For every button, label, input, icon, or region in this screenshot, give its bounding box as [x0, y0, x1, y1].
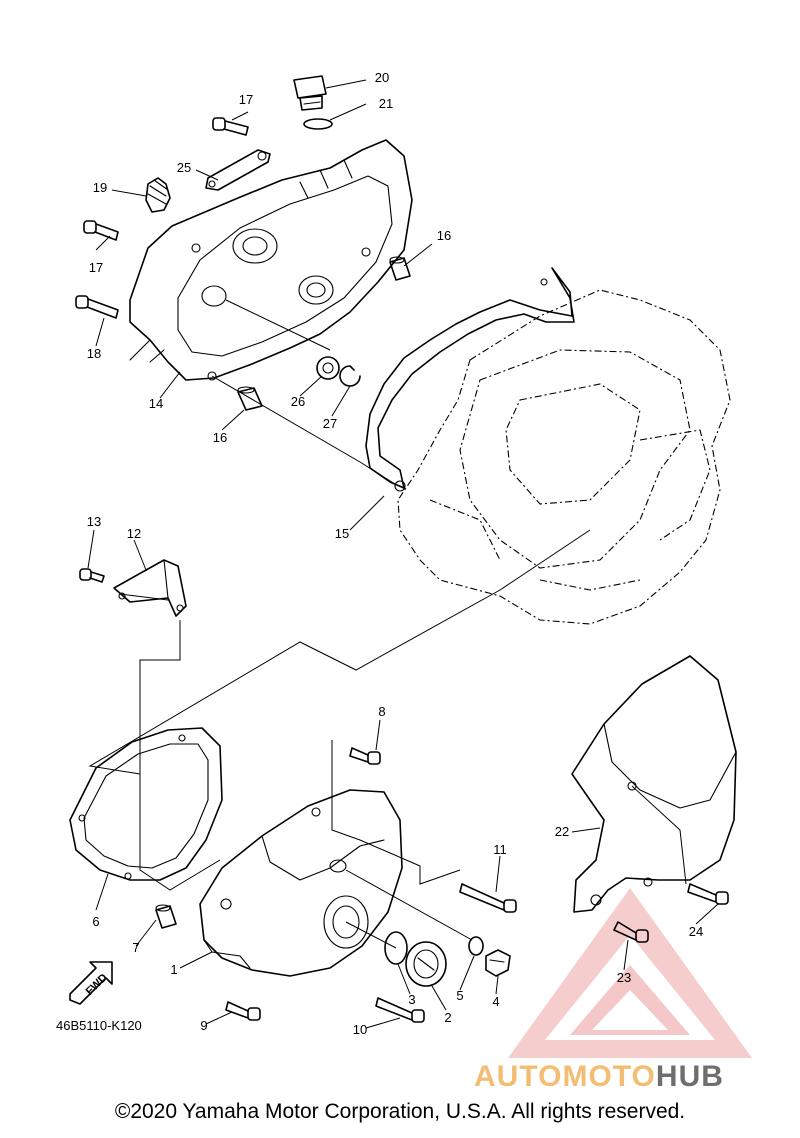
callout-1: 1: [170, 962, 177, 977]
dowel-pin-16-lower: [237, 386, 263, 411]
callout-22: 22: [555, 824, 569, 839]
callout-24: 24: [689, 924, 703, 939]
bolt-24: [687, 883, 729, 905]
callout-17-top: 17: [239, 92, 253, 107]
callout-12: 12: [127, 526, 141, 541]
dowel-pin-7: [155, 904, 177, 929]
bolt-18: [75, 295, 119, 319]
callout-17-left: 17: [89, 260, 103, 275]
circlip-27: [339, 365, 361, 387]
o-ring-3: [384, 931, 408, 965]
watermark-part2: HUB: [656, 1060, 724, 1093]
o-ring-21: [303, 118, 333, 130]
callout-5: 5: [456, 988, 463, 1003]
callout-9: 9: [200, 1018, 207, 1033]
callout-25: 25: [177, 160, 191, 175]
diagram-code: 46B5110-K120: [56, 1018, 142, 1033]
plug-2: [405, 941, 447, 987]
svg-text:AUTOMOTOHUB: AUTOMOTOHUB: [474, 1060, 724, 1093]
callout-8: 8: [378, 704, 385, 719]
callout-19: 19: [93, 180, 107, 195]
callout-20: 20: [375, 70, 389, 85]
callout-13: 13: [87, 514, 101, 529]
oil-filler-cap-20: [293, 75, 327, 111]
callout-6: 6: [92, 914, 99, 929]
engine-block-outline: [397, 289, 731, 625]
dowel-pin-16-right: [389, 256, 411, 281]
callout-21: 21: [379, 96, 393, 111]
bolt-17-left: [83, 220, 119, 241]
watermark-triangle: [508, 888, 752, 1058]
copyright-notice: ©2020 Yamaha Motor Corporation, U.S.A. A…: [114, 1100, 686, 1123]
callout-10: 10: [353, 1022, 367, 1037]
callout-18: 18: [87, 346, 101, 361]
gasket-6: [69, 727, 223, 881]
bolt-23: [613, 921, 649, 943]
callout-27: 27: [323, 416, 337, 431]
assembly-lines: [88, 299, 687, 949]
bracket-12: [113, 559, 187, 617]
gear-19: [145, 177, 171, 213]
crankcase-cover-1: [199, 789, 403, 977]
callout-7: 7: [132, 940, 139, 955]
bolt-11: [459, 883, 517, 913]
watermark-logo: AUTOMOTOHUB: [474, 1060, 724, 1093]
callout-26: 26: [291, 394, 305, 409]
callout-23: 23: [617, 970, 631, 985]
forward-arrow-icon: FWD: [69, 961, 113, 1005]
bolt-10: [375, 997, 425, 1023]
bolt-8: [349, 747, 381, 765]
callout-11: 11: [493, 842, 507, 857]
bolt-17-top: [212, 117, 249, 136]
callout-15: 15: [335, 526, 349, 541]
bracket-25: [205, 149, 271, 191]
bolt-9: [225, 1001, 261, 1021]
callout-16-right: 16: [437, 228, 451, 243]
plug-4: [485, 949, 511, 977]
oil-seal-26: [316, 356, 340, 380]
callout-leaders: [87, 79, 719, 1029]
gasket-15: [365, 267, 575, 492]
callout-14: 14: [149, 396, 163, 411]
sprocket-cover-22: [571, 655, 737, 913]
callout-3: 3: [408, 992, 415, 1007]
watermark-part1: AUTOMOTO: [474, 1060, 656, 1093]
callout-labels: 20 21 17 25 19 17 16 18 14 26 27 16 15 1…: [87, 70, 703, 1037]
callout-16-lower: 16: [213, 430, 227, 445]
o-ring-5: [468, 936, 484, 956]
callout-2: 2: [444, 1010, 451, 1025]
callout-4: 4: [492, 994, 499, 1009]
bolt-13: [79, 568, 105, 583]
crankcase-cover-14: [129, 139, 413, 381]
